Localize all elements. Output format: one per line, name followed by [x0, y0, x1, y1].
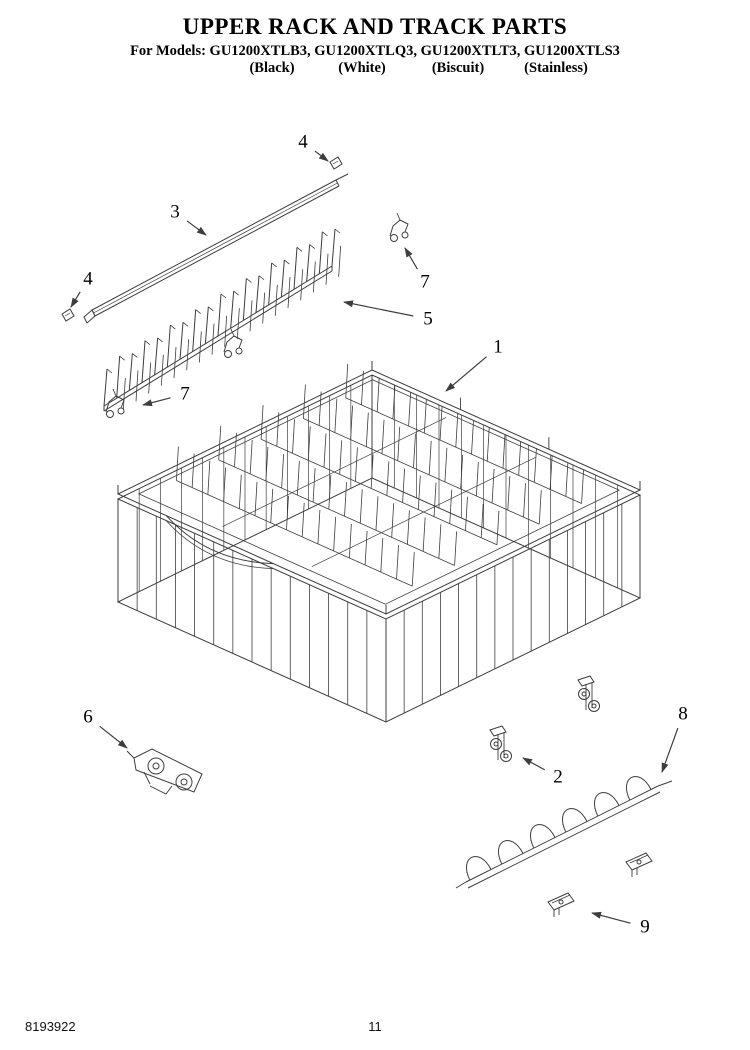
- color-label-white: (White): [338, 60, 386, 76]
- parts-diagram: 4 3 4 7 5 7 1 6 2 8 9: [61, 132, 688, 938]
- color-label-stainless: (Stainless): [524, 60, 588, 76]
- color-label-biscuit: (Biscuit): [431, 60, 485, 76]
- page-number: 11: [368, 1019, 382, 1034]
- callout-8: 8: [678, 704, 688, 725]
- callout-3: 3: [170, 202, 180, 223]
- page-title: UPPER RACK AND TRACK PARTS: [182, 14, 568, 39]
- page-header: UPPER RACK AND TRACK PARTS For Models: G…: [0, 14, 750, 80]
- callout-9: 9: [640, 917, 650, 938]
- callout-1: 1: [493, 337, 503, 358]
- callout-5: 5: [423, 309, 433, 330]
- color-label-black: (Black): [249, 60, 295, 76]
- color-labels: (Black) (White) (Biscuit) (Stainless): [0, 60, 750, 80]
- callout-7: 7: [420, 272, 430, 293]
- models-line: For Models: GU1200XTLB3, GU1200XTLQ3, GU…: [130, 43, 620, 59]
- callout-6: 6: [83, 707, 93, 728]
- callout-7: 7: [180, 384, 190, 405]
- callout-4: 4: [298, 132, 308, 153]
- callout-2: 2: [553, 767, 563, 788]
- callout-4: 4: [83, 269, 93, 290]
- part-number: 8193922: [25, 1019, 76, 1034]
